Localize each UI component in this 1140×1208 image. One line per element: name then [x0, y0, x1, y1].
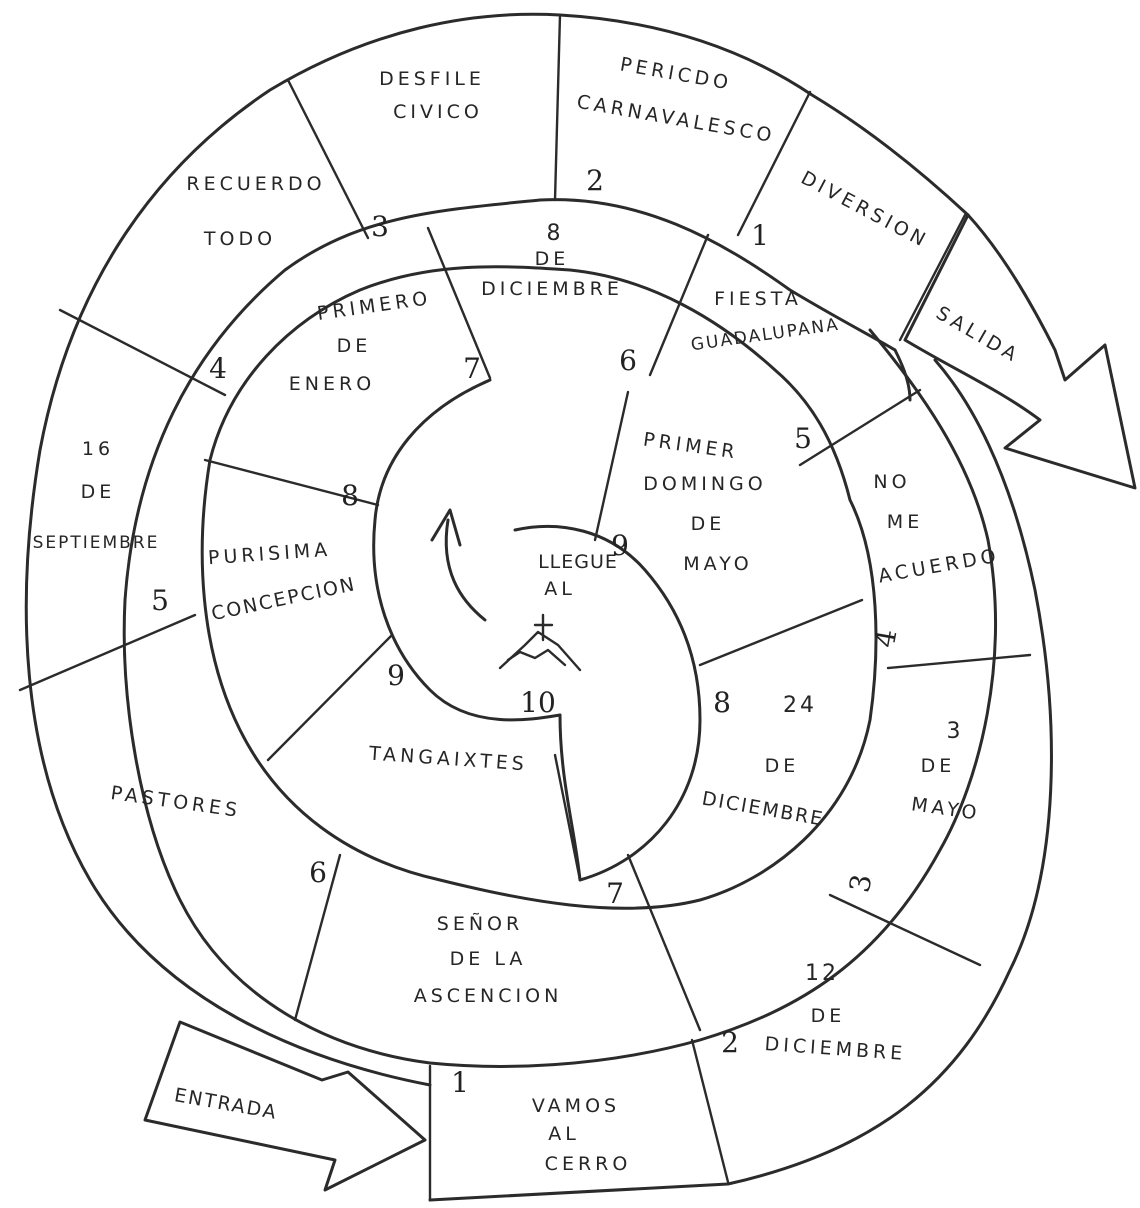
core-al-label: AL — [544, 578, 576, 600]
civico-label: CIVICO — [393, 101, 483, 123]
step-number: 5 — [151, 584, 169, 617]
senor-label: SEÑOR — [437, 912, 523, 935]
mayo3-de-label: DE — [921, 755, 956, 777]
concepcion-label: CONCEPCION — [209, 573, 358, 625]
ascencion-label: ASCENCION — [414, 985, 563, 1007]
core-mayo-label: MAYO — [683, 553, 752, 575]
core-de-label: DE — [691, 513, 726, 535]
entrada-label: ENTRADA — [173, 1084, 280, 1124]
desfile-label: DESFILE — [379, 68, 485, 90]
segment-dividers — [20, 15, 1030, 1200]
step-number: 8 — [341, 479, 359, 512]
al-label: AL — [548, 1123, 580, 1145]
step-number: 5 — [794, 422, 812, 455]
pastores-label: PASTORES — [109, 782, 242, 822]
enero-label: ENERO — [289, 373, 375, 395]
step-number: 1 — [751, 219, 769, 252]
step-number: 3 — [371, 210, 389, 243]
salida-label: SALIDA — [932, 302, 1023, 368]
step-number: 4 — [868, 627, 904, 650]
carnavalesco-label: CARNAVALESCO — [575, 91, 777, 148]
step-number: 8 — [713, 686, 731, 719]
step-number: 7 — [463, 352, 481, 385]
step-number: 6 — [619, 344, 637, 377]
dic8-day-label: 8 — [547, 221, 564, 246]
tangaixtes-label: TANGAIXTES — [367, 742, 528, 775]
spiral-middle-edge — [124, 200, 995, 1067]
vamos-label: VAMOS — [532, 1095, 620, 1117]
step-number: 4 — [209, 352, 227, 385]
hill-cross-icon — [500, 615, 580, 670]
sept-month-label: SEPTIEMBRE — [33, 533, 160, 553]
dic24-month-label: DICIEMBRE — [700, 788, 826, 831]
me-label: ME — [887, 511, 923, 533]
mayo3-month-label: MAYO — [910, 793, 982, 824]
dic12-month-label: DICIEMBRE — [764, 1033, 907, 1065]
de-la-label: DE LA — [450, 948, 527, 970]
step-number: 9 — [387, 659, 405, 692]
dic24-day-label: 24 — [783, 693, 817, 718]
mayo3-day-label: 3 — [947, 719, 964, 744]
dic8-de-label: DE — [535, 248, 570, 270]
step-number: 6 — [309, 856, 327, 889]
primer-label: PRIMER — [642, 428, 740, 463]
step-number: 2 — [586, 164, 604, 197]
llegue-label: LLEGUE — [538, 551, 618, 573]
purisima-label: PURISIMA — [207, 539, 331, 570]
primero-de-label: DE — [337, 335, 372, 357]
diversion-label: DIVERSION — [797, 167, 932, 253]
return-arrow — [446, 520, 485, 620]
domingo-label: DOMINGO — [643, 473, 766, 495]
recuerdo-label: RECUERDO — [186, 173, 325, 195]
acuerdo-label: ACUERDO — [877, 545, 1002, 588]
step-number: 2 — [721, 1026, 739, 1059]
fiesta-label: FIESTA — [714, 288, 802, 310]
todo-label: TODO — [203, 228, 276, 250]
dic12-day-label: 12 — [805, 961, 839, 986]
no-label: NO — [873, 471, 910, 493]
dic24-de-label: DE — [765, 755, 800, 777]
step-number: 10 — [520, 686, 556, 719]
step-number: 3 — [843, 872, 879, 895]
dic8-month-label: DICIEMBRE — [481, 278, 623, 300]
pericdo-label: PERICDO — [618, 53, 733, 94]
sept-de-label: DE — [81, 481, 116, 503]
step-number: 1 — [451, 1066, 469, 1099]
primero-label: PRIMERO — [316, 287, 433, 325]
step-number: 9 — [611, 529, 629, 562]
dic12-de-label: DE — [811, 1005, 846, 1027]
cerro-label: CERRO — [545, 1153, 632, 1175]
sept-day-label: 16 — [82, 438, 114, 460]
step-number: 7 — [606, 877, 624, 910]
